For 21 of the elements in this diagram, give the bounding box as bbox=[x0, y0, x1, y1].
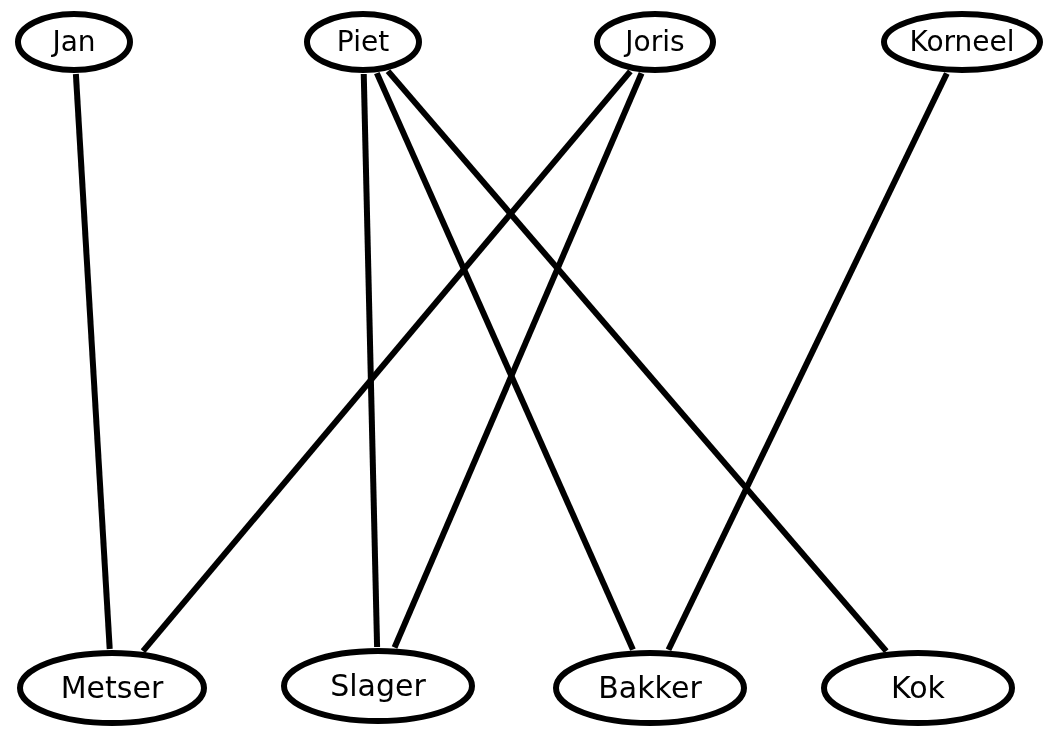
node-label: Piet bbox=[336, 28, 390, 56]
ellipse-node bbox=[593, 10, 717, 74]
connector-line bbox=[72, 73, 113, 650]
node-label: Joris bbox=[625, 28, 685, 56]
connector-line bbox=[140, 69, 633, 654]
node-label: Slager bbox=[330, 671, 426, 701]
ellipse-node bbox=[280, 647, 476, 725]
node-label: Jan bbox=[52, 28, 96, 56]
node-label: Bakker bbox=[598, 673, 702, 703]
ellipse-node bbox=[16, 649, 208, 727]
connector-line bbox=[665, 72, 950, 651]
ellipse-node bbox=[552, 649, 748, 727]
connector-line bbox=[360, 73, 381, 648]
node-label: Korneel bbox=[909, 28, 1015, 56]
connector-line bbox=[385, 69, 889, 654]
ellipse-node bbox=[820, 649, 1016, 727]
node-label: Kok bbox=[891, 673, 945, 703]
node-label: Metser bbox=[60, 673, 164, 703]
ellipse-node bbox=[14, 10, 134, 74]
ellipse-node bbox=[303, 10, 423, 74]
ellipse-node bbox=[880, 10, 1044, 74]
